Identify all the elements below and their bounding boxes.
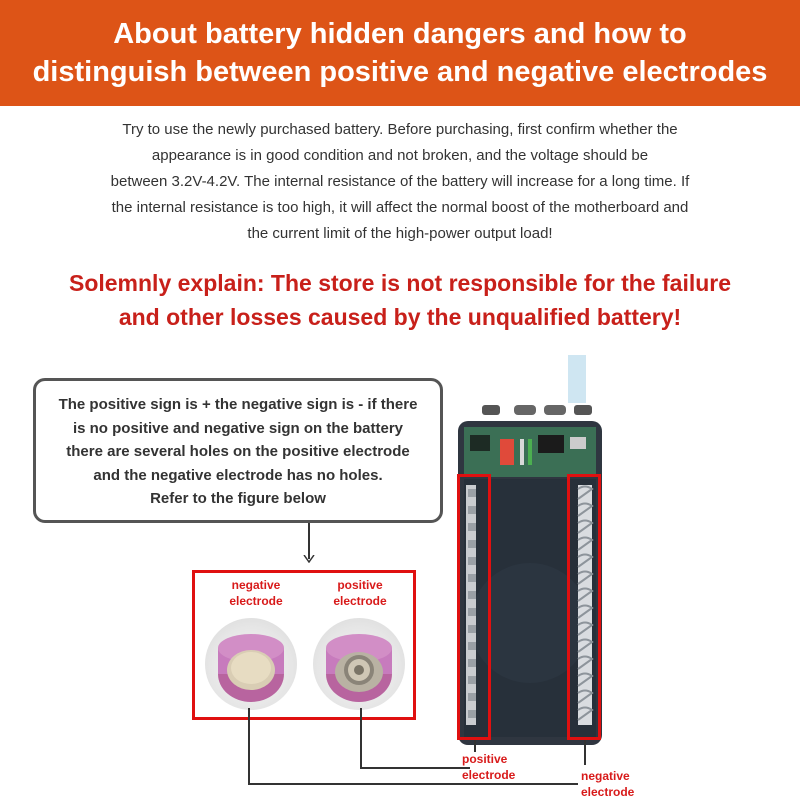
spring-coil: [577, 485, 594, 500]
callout-line: The positive sign is + the negative sign…: [58, 396, 418, 413]
warning-line-2: and other losses caused by the unqualifi…: [118, 304, 682, 330]
spring-coil: [577, 621, 594, 636]
spring-coil: [577, 638, 594, 653]
negative-terminal-photo: [205, 618, 297, 710]
positive-leader-to-device: [474, 740, 476, 752]
intro-paragraph: Try to use the newly purchased battery. …: [40, 117, 760, 247]
contact-dot: [468, 489, 476, 497]
spring-coil: [577, 519, 594, 534]
contact-dot: [468, 608, 476, 616]
warning-line-1: Solemnly explain: The store is not respo…: [68, 270, 732, 296]
contact-dot: [468, 625, 476, 633]
spring-coil: [577, 706, 594, 721]
callout-line: Refer to the figure below: [150, 490, 326, 507]
contact-dot: [468, 591, 476, 599]
spring-coil: [577, 553, 594, 568]
header-banner: About battery hidden dangers and how to …: [0, 0, 800, 106]
contact-dot: [468, 710, 476, 718]
contact-dot: [468, 676, 476, 684]
intro-line: Try to use the newly purchased battery. …: [122, 121, 678, 138]
contact-dot: [468, 523, 476, 531]
callout-line: is no positive and negative sign on the …: [72, 419, 404, 437]
positive-leader-vertical: [360, 708, 362, 768]
callout-connector-line: [308, 523, 310, 559]
spring-coil: [577, 655, 594, 670]
spring-coil: [577, 689, 594, 704]
contact-dot: [468, 659, 476, 667]
intro-line: the internal resistance is too high, it …: [111, 199, 689, 216]
negative-leader-horizontal: [248, 783, 578, 785]
arrow-down-icon: [303, 555, 315, 563]
positive-terminal-photo: [313, 618, 405, 710]
title-line-2: distinguish between positive and negativ…: [32, 56, 768, 88]
spring-coil: [577, 587, 594, 602]
contact-dot: [468, 642, 476, 650]
spring-coil: [577, 672, 594, 687]
contact-dot: [468, 506, 476, 514]
left-contacts: [466, 485, 476, 725]
photo-label-positive: positive electrode: [333, 578, 387, 608]
positive-leader-horizontal: [360, 767, 470, 769]
intro-line: between 3.2V-4.2V. The internal resistan…: [110, 173, 690, 190]
battery-photo-box: [192, 570, 416, 720]
photo-label-negative: negative electrode: [229, 578, 283, 608]
callout-line: and the negative electrode has no holes.: [93, 466, 383, 484]
device-label-negative: negative electrode: [581, 769, 635, 799]
negative-contacts-highlight: [567, 474, 601, 740]
spring-coil: [577, 502, 594, 517]
contact-dot: [468, 574, 476, 582]
warning-statement: Solemnly explain: The store is not respo…: [20, 266, 780, 334]
negative-leader-to-device: [584, 740, 586, 765]
spring-coil: [577, 604, 594, 619]
spring-coil: [577, 536, 594, 551]
power-bank-device: [458, 355, 602, 745]
battery-negative-end-icon: [218, 634, 284, 702]
intro-line: appearance is in good condition and not …: [151, 147, 649, 164]
negative-leader-vertical: [248, 708, 250, 784]
title-line-1: About battery hidden dangers and how to: [113, 18, 687, 50]
contact-dot: [468, 540, 476, 548]
contact-dot: [468, 557, 476, 565]
contact-dot: [468, 693, 476, 701]
intro-line: the current limit of the high-power outp…: [247, 225, 553, 242]
device-label-positive: positive electrode: [462, 752, 516, 782]
page-title: About battery hidden dangers and how to …: [33, 15, 768, 91]
explanation-callout: The positive sign is + the negative sign…: [33, 378, 443, 523]
positive-contacts-highlight: [457, 474, 491, 740]
spring-coil: [577, 570, 594, 585]
battery-positive-end-icon: [326, 634, 392, 702]
callout-line: there are several holes on the positive …: [66, 443, 410, 460]
